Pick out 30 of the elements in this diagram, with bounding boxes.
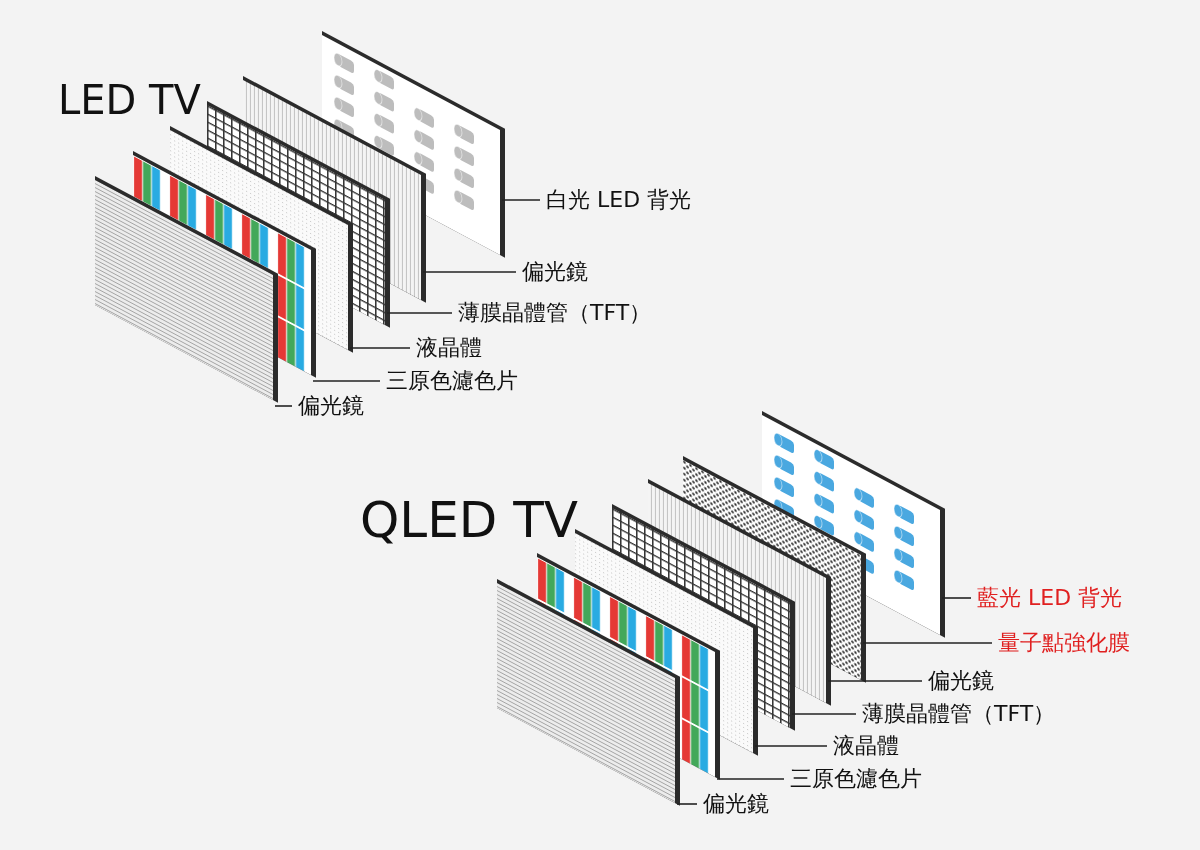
panel-drawing	[322, 31, 505, 255]
layer-label: 薄膜晶體管（TFT）	[452, 299, 652, 327]
leader-line	[501, 199, 541, 201]
leader-line	[274, 405, 293, 407]
layer-label: 液晶體	[827, 732, 899, 760]
leader-line	[941, 597, 972, 599]
leader-line	[386, 312, 453, 314]
panel-drawing	[762, 411, 945, 635]
layer-label: 薄膜晶體管（TFT）	[856, 700, 1056, 728]
layer-label: 偏光鏡	[922, 667, 994, 695]
layer-label: 偏光鏡	[697, 790, 769, 818]
tv-title: QLED TV	[360, 495, 578, 545]
layer-label: 偏光鏡	[292, 392, 364, 420]
layer-label: 白光 LED 背光	[540, 186, 692, 214]
layer-label: 偏光鏡	[516, 258, 588, 286]
leader-line	[827, 680, 923, 682]
layer-label: 液晶體	[410, 334, 482, 362]
leader-line	[422, 271, 517, 273]
leader-line	[676, 803, 698, 805]
leader-line	[791, 713, 857, 715]
leader-line	[716, 778, 785, 780]
layer-label: 量子點強化膜	[992, 629, 1130, 657]
leader-line	[349, 347, 411, 349]
layer-label: 藍光 LED 背光	[971, 584, 1123, 612]
layer-label: 三原色濾色片	[380, 367, 518, 395]
leader-line	[312, 380, 381, 382]
leader-line	[862, 642, 993, 644]
leader-line	[754, 745, 828, 747]
layer-label: 三原色濾色片	[784, 765, 922, 793]
tv-title: LED TV	[58, 80, 201, 120]
